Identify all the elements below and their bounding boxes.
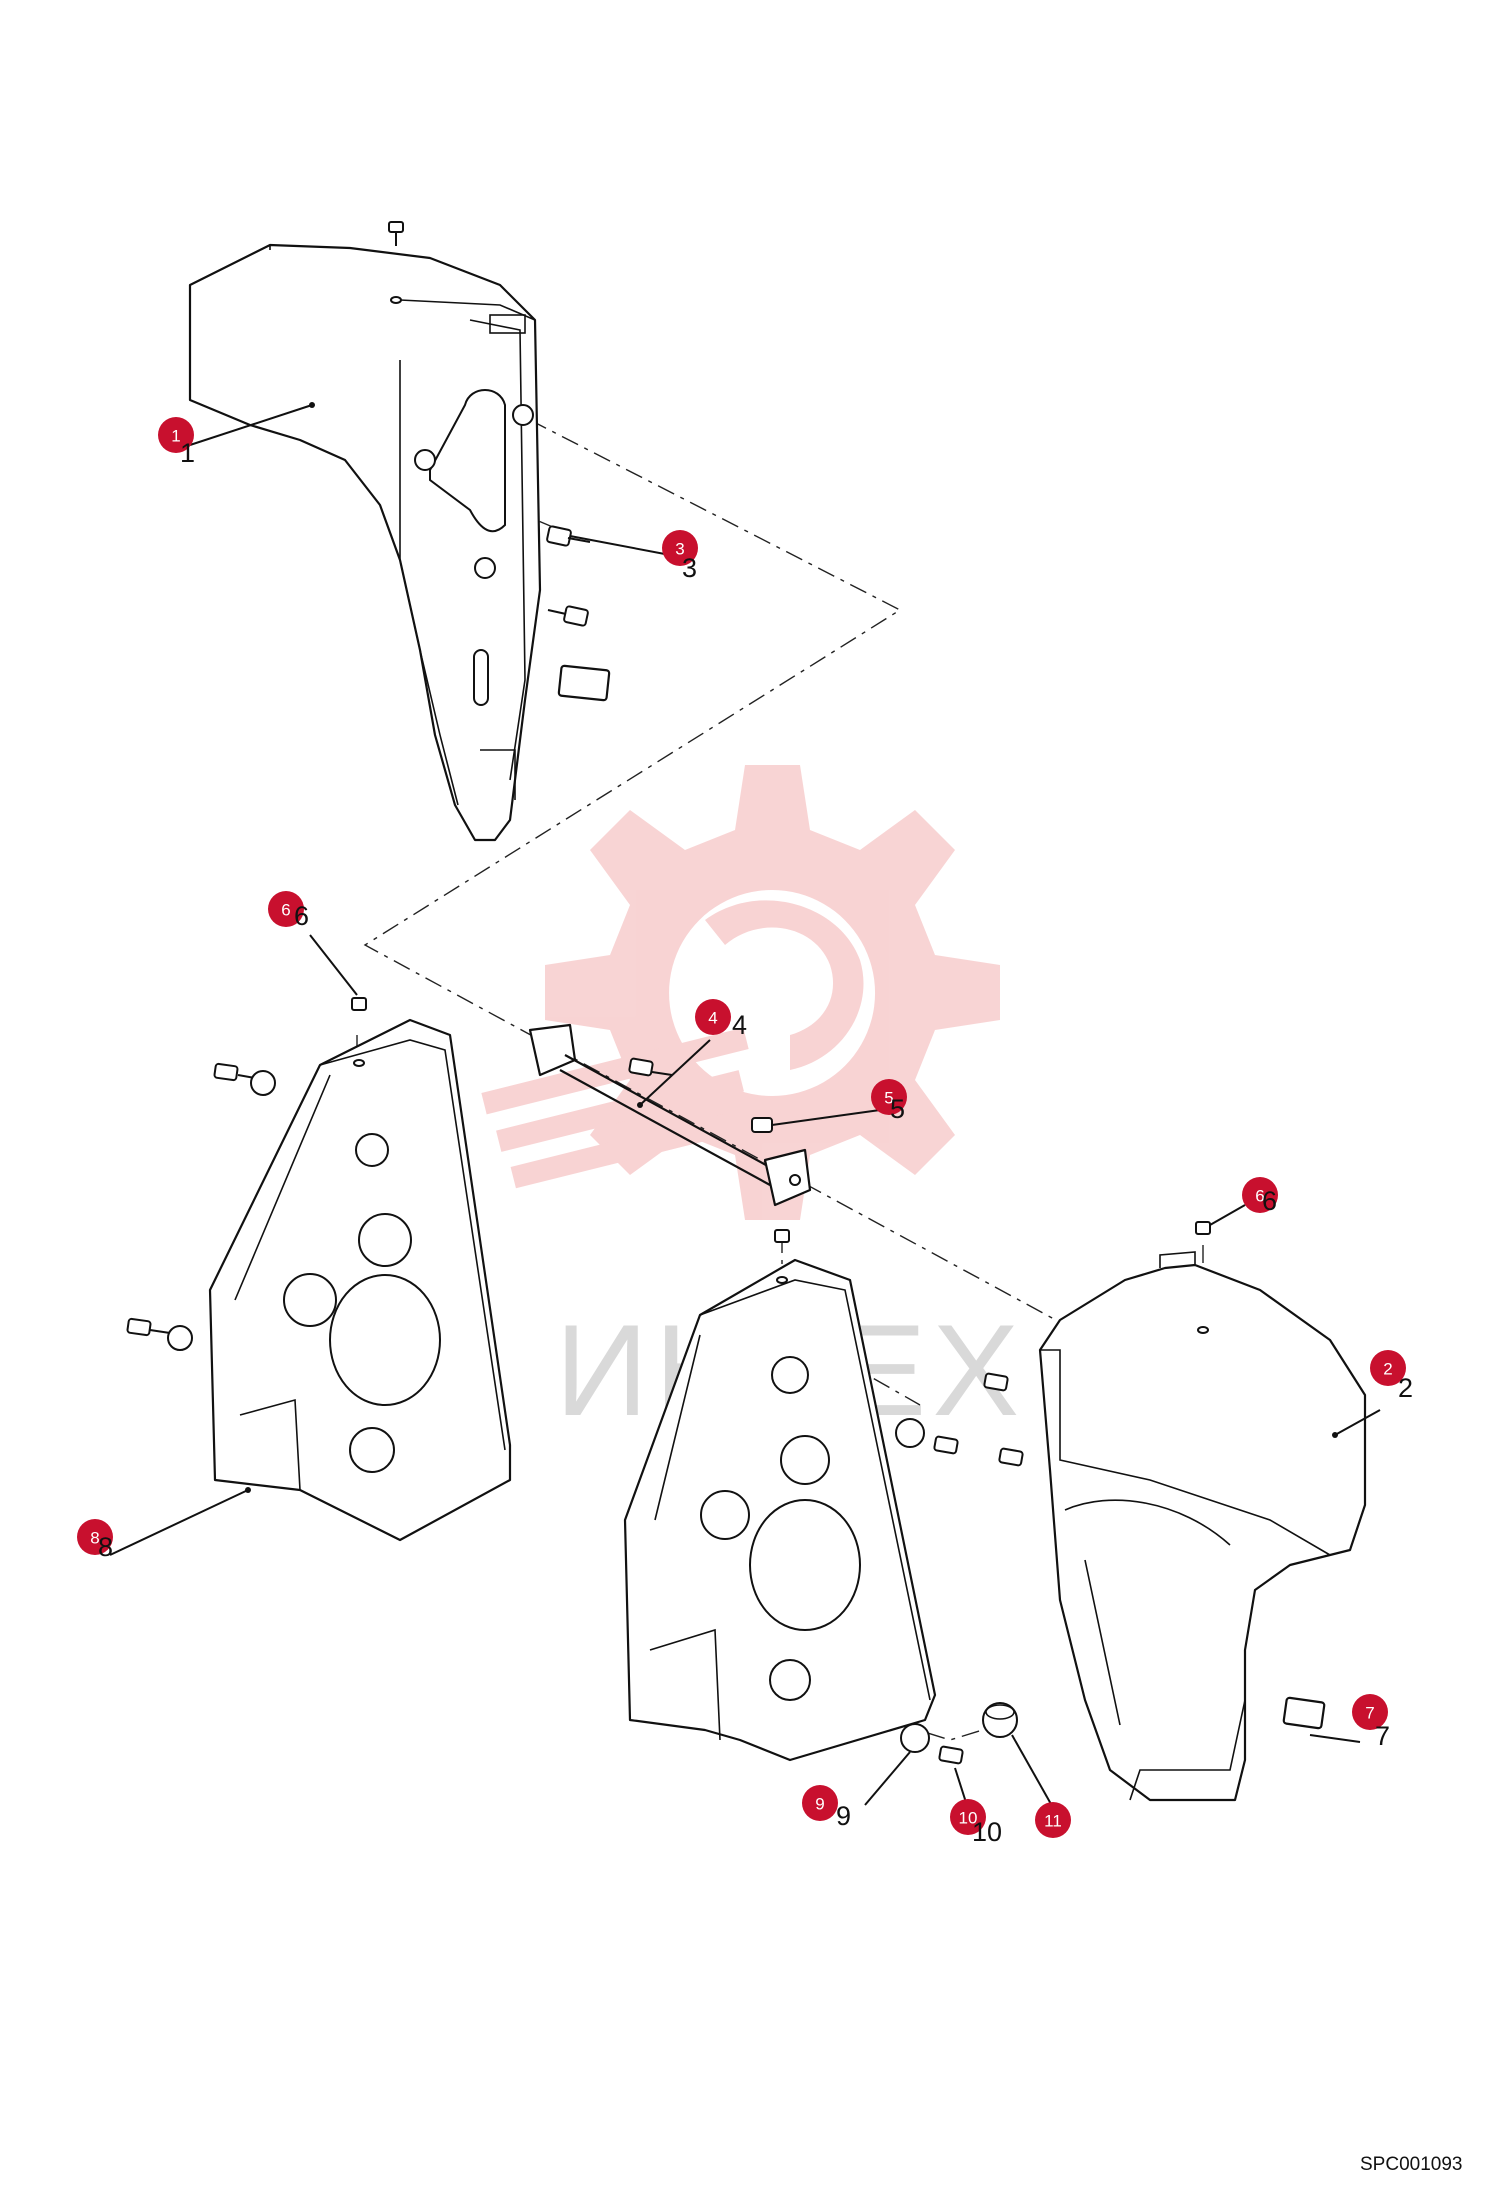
callout-1[interactable]: 1: [158, 417, 194, 453]
small-plate: [557, 664, 611, 702]
part-4-shaft: [528, 1023, 812, 1207]
ref-number-4: 4: [732, 1010, 747, 1040]
ref-number-6-left: 6: [294, 901, 309, 931]
drawing-code: SPC001093: [1360, 2154, 1462, 2175]
ref-number-1: 1: [180, 438, 195, 468]
part-5-bolt: [751, 1117, 773, 1133]
callout-8[interactable]: 8: [77, 1519, 113, 1555]
svg-text:6: 6: [281, 901, 290, 920]
svg-text:2: 2: [1383, 1360, 1392, 1379]
svg-text:11: 11: [1044, 1812, 1062, 1831]
ref-number-5: 5: [890, 1094, 905, 1124]
center-bracket-plate: [623, 1229, 937, 1762]
part-1-upper-cover: [188, 243, 542, 842]
part-11-cap: [982, 1702, 1018, 1738]
ref-number-10: 10: [972, 1817, 1002, 1847]
svg-text:7: 7: [1365, 1704, 1374, 1723]
svg-text:6: 6: [1255, 1187, 1264, 1206]
callout-2[interactable]: 2: [1370, 1350, 1406, 1386]
callout-6-right[interactable]: 6: [1242, 1177, 1278, 1213]
ref-number-7: 7: [1375, 1721, 1390, 1751]
part-9-washer: [900, 1723, 930, 1753]
ref-number-6-right: 6: [1262, 1186, 1277, 1216]
svg-text:1: 1: [171, 427, 180, 446]
callout-3[interactable]: 3: [662, 530, 698, 566]
ref-number-2: 2: [1398, 1373, 1413, 1403]
part-8-left-bracket: [208, 1018, 512, 1542]
leader-lines: [109, 402, 1381, 1821]
callout-9[interactable]: 9: [802, 1785, 838, 1821]
part-8-bolts: [126, 997, 367, 1351]
callout-10[interactable]: 10: [950, 1799, 986, 1835]
part-3-bolts: [546, 525, 591, 627]
svg-text:8: 8: [90, 1529, 99, 1548]
callout-6-left[interactable]: 6: [268, 891, 304, 927]
callout-7[interactable]: 7: [1352, 1694, 1388, 1730]
ref-number-9: 9: [836, 1801, 851, 1831]
part-10-screw: [938, 1745, 964, 1765]
center-bracket-bolts: [895, 1372, 1024, 1467]
svg-text:5: 5: [884, 1089, 893, 1108]
svg-text:3: 3: [675, 540, 684, 559]
ref-number-8: 8: [98, 1532, 113, 1562]
callout-11[interactable]: 11: [1035, 1802, 1071, 1838]
svg-text:4: 4: [708, 1009, 717, 1028]
svg-text:9: 9: [815, 1795, 824, 1814]
ref-number-3: 3: [682, 553, 697, 583]
part-2-right-cover: [1038, 1221, 1367, 1802]
svg-text:10: 10: [959, 1809, 978, 1828]
callout-5[interactable]: 5: [871, 1079, 907, 1115]
part-7-plate: [1282, 1696, 1326, 1730]
part-1-top-bolt: [388, 221, 404, 304]
callout-4[interactable]: 4: [695, 999, 731, 1035]
